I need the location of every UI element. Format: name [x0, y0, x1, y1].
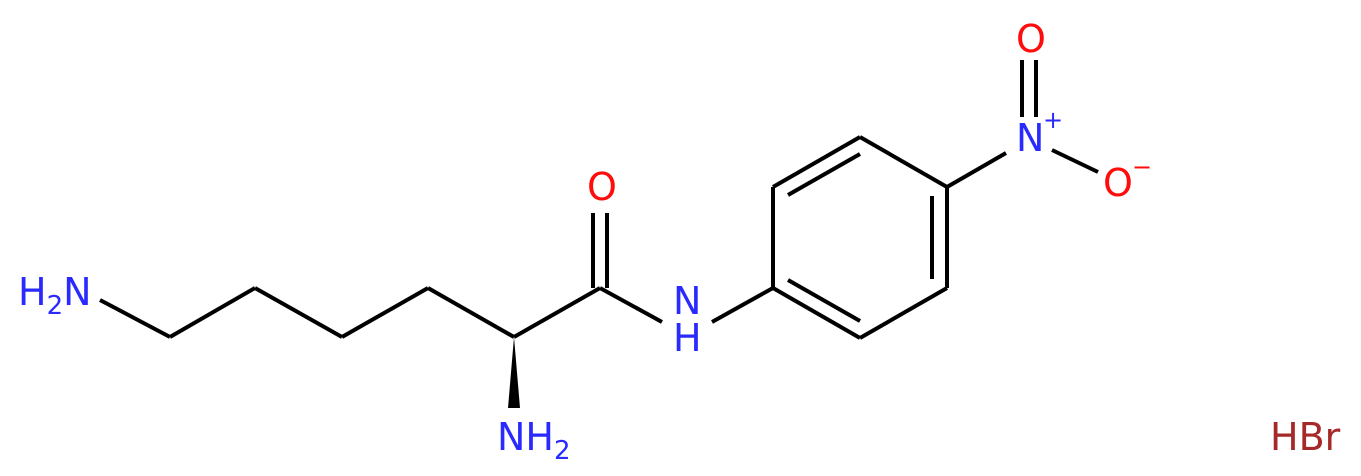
ring-bond-6: [772, 286, 861, 340]
bond-ccarbonyl-namide: [599, 286, 663, 324]
bond-calpha-ccarbonyl: [513, 286, 601, 339]
atom-label-carbonyl-oxygen: O: [587, 165, 617, 209]
atom-label-amide-hydrogen: H: [673, 316, 702, 360]
atom-label-nitro-charge-minus: −: [1132, 153, 1152, 181]
ring-bond-3: [859, 135, 948, 189]
atom-label-alpha-amine: NH2: [497, 415, 571, 466]
counterion-label: HBr: [1270, 415, 1341, 459]
ring-bond-2: [772, 135, 861, 189]
bond-namide-ring: [711, 286, 774, 324]
bond-c6-c5: [169, 286, 256, 339]
atom-label-amide-nitrogen: N: [673, 279, 701, 323]
atom-label-terminal-amine: H2N: [18, 270, 92, 321]
atom-label-nitro-oxygen-right: O: [1103, 161, 1133, 205]
bond-nh2-c6: [99, 298, 171, 339]
atom-label-nitro-nitrogen: N: [1016, 116, 1044, 160]
bond-nitro-o-single: [1051, 148, 1099, 174]
atom-label-nitro-charge-plus: +: [1043, 106, 1063, 134]
bond-c3-calpha: [427, 286, 515, 339]
bond-c5-c4: [254, 286, 343, 339]
atom-label-nitro-oxygen-top: O: [1016, 17, 1046, 61]
stereo-wedge-bond: [508, 337, 520, 408]
ring-bond-5: [859, 286, 948, 340]
ring-inner-bond-3: [787, 278, 861, 323]
ring-inner-bond-1: [787, 152, 861, 197]
bond-c4-c3: [341, 286, 429, 339]
bond-ring-nnitro: [946, 151, 1007, 189]
